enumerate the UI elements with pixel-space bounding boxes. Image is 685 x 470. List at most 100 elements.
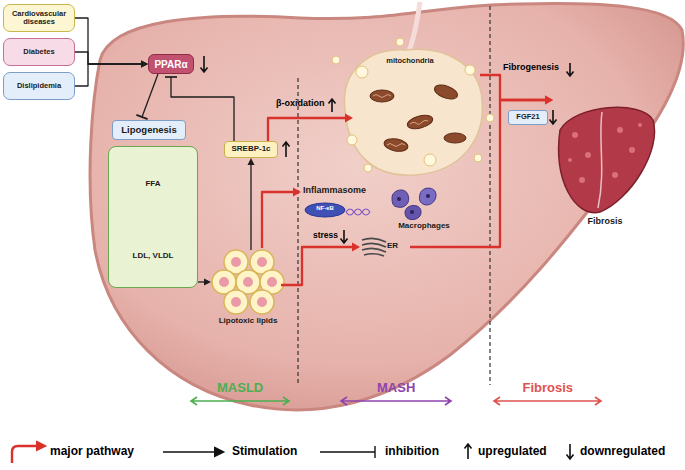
node-text: LDL, VLDL — [109, 251, 197, 260]
legend-text: Stimulation — [232, 445, 297, 458]
legend-sample — [567, 444, 574, 459]
stage-label: Fibrosis — [523, 381, 574, 395]
fibrotic-liver-icon — [559, 107, 655, 212]
er-icon — [362, 238, 386, 242]
lipid-droplet-cluster — [231, 257, 241, 267]
hepatocyte-cell — [444, 133, 466, 143]
lipid-droplet-cluster — [231, 297, 241, 307]
lipid-droplet-cluster — [219, 257, 277, 307]
connector — [198, 279, 211, 286]
lipid-droplet-cluster — [243, 277, 253, 287]
legend-sample — [12, 442, 574, 463]
arrow-head — [545, 96, 553, 105]
disease-box: Diabetes — [3, 38, 75, 66]
legend-text: inhibition — [385, 445, 439, 458]
connector-line — [75, 18, 142, 64]
nfkb-icon — [305, 203, 345, 217]
connector — [75, 18, 148, 68]
hepatocyte-cell — [410, 120, 428, 124]
fibrotic-liver-icon — [612, 172, 618, 178]
fibrotic-liver-icon — [638, 123, 642, 127]
hepatocyte-cell — [356, 66, 368, 78]
macrophage-icon — [410, 210, 414, 214]
legend-sample — [37, 442, 45, 450]
hepatocyte-cell — [406, 113, 434, 131]
macrophage-icon — [419, 188, 436, 205]
edge-label: Fibrogenesis — [503, 63, 559, 73]
stage-arrows — [191, 397, 289, 405]
node-text: PPARα — [154, 59, 187, 70]
hepatocyte-cell — [486, 114, 494, 122]
liver-shape — [90, 3, 683, 409]
connector — [75, 52, 148, 68]
hepatocyte-cell — [396, 38, 404, 46]
hepatocyte-cell — [373, 95, 391, 98]
cell-node: mitochondria — [335, 45, 485, 178]
arrow-head — [141, 61, 148, 68]
stage-label: MASH — [377, 381, 415, 395]
node-text: Fibrosis — [553, 216, 657, 226]
macrophage-icon — [426, 194, 430, 198]
hepatocyte-cell — [344, 49, 482, 175]
er-icon — [364, 254, 384, 256]
inhibition-bar — [136, 115, 147, 119]
lipid-droplet-cluster — [250, 290, 274, 314]
connector — [75, 61, 148, 87]
connector — [268, 114, 353, 142]
regulation-arrow — [341, 230, 348, 243]
node-text: NF-κB — [305, 205, 345, 211]
hepatocyte-cell — [332, 38, 494, 172]
hepatocyte-cell — [373, 95, 428, 147]
connector-line — [262, 192, 294, 248]
nfkb-icon — [305, 203, 370, 217]
liver-shape — [90, 2, 683, 410]
er-icon — [362, 238, 386, 256]
node-text: Dislipidemia — [17, 82, 61, 90]
fibrotic-liver-icon — [579, 177, 585, 183]
connector-line — [142, 74, 158, 117]
node-text: Inflammasome — [303, 185, 366, 195]
lipid-droplet-cluster — [257, 257, 267, 267]
node-text: FGF21 — [516, 113, 539, 121]
node-text: Lipotoxic lipids — [207, 316, 289, 325]
node-text: SREBP-1c — [231, 145, 270, 154]
er-icon — [362, 248, 386, 252]
inhibition-bar — [165, 76, 177, 78]
regulation-arrow — [329, 99, 336, 112]
lipid-droplet-cluster — [257, 297, 267, 307]
connector — [281, 243, 360, 286]
disease-box: Cardiovascular diseases — [3, 4, 75, 32]
lipid-droplet-cluster — [267, 277, 277, 287]
lipid-group-box: FFALDL, VLDL — [108, 146, 198, 288]
arrow-head — [141, 61, 148, 68]
lipid-droplet-cluster — [212, 250, 284, 314]
fibrotic-liver-icon — [568, 123, 642, 183]
legend-sample — [163, 451, 216, 452]
inflammasome-node: InflammasomeNF-κB — [303, 185, 383, 219]
arrow-head — [248, 158, 255, 165]
hepatocyte-cell — [424, 154, 436, 166]
node-text: ER — [387, 241, 398, 250]
fibrotic-liver-icon — [598, 112, 602, 208]
connector-line — [198, 281, 205, 282]
regulation-arrow — [567, 63, 574, 76]
connector-line — [281, 247, 353, 285]
fibrotic-liver-icon — [585, 152, 591, 158]
stage-divider — [298, 6, 490, 385]
arrow-head — [293, 188, 301, 197]
macrophage-icon — [392, 190, 409, 207]
hepatocyte-cell — [433, 82, 460, 101]
arrow-head — [204, 279, 211, 286]
factor-box: SREBP-1c — [224, 141, 278, 158]
fibrotic-liver-icon — [568, 158, 572, 162]
nfkb-icon — [346, 209, 370, 215]
hepatocyte-cell — [332, 38, 494, 175]
connector-line — [480, 75, 546, 100]
er-icon — [362, 243, 386, 247]
connector-line — [268, 118, 346, 141]
connector — [248, 158, 255, 250]
arrow-head — [352, 243, 360, 252]
stage-arrows — [494, 397, 601, 405]
